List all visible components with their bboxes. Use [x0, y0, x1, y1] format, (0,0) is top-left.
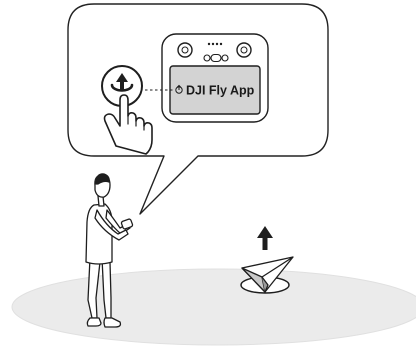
right-stick: [237, 43, 251, 57]
left-stick: [178, 43, 192, 57]
arrow-up-icon: [257, 226, 273, 250]
remote-controller: DJI Fly App: [162, 34, 268, 122]
ground-ellipse: [12, 269, 416, 345]
app-label: DJI Fly App: [186, 84, 255, 98]
